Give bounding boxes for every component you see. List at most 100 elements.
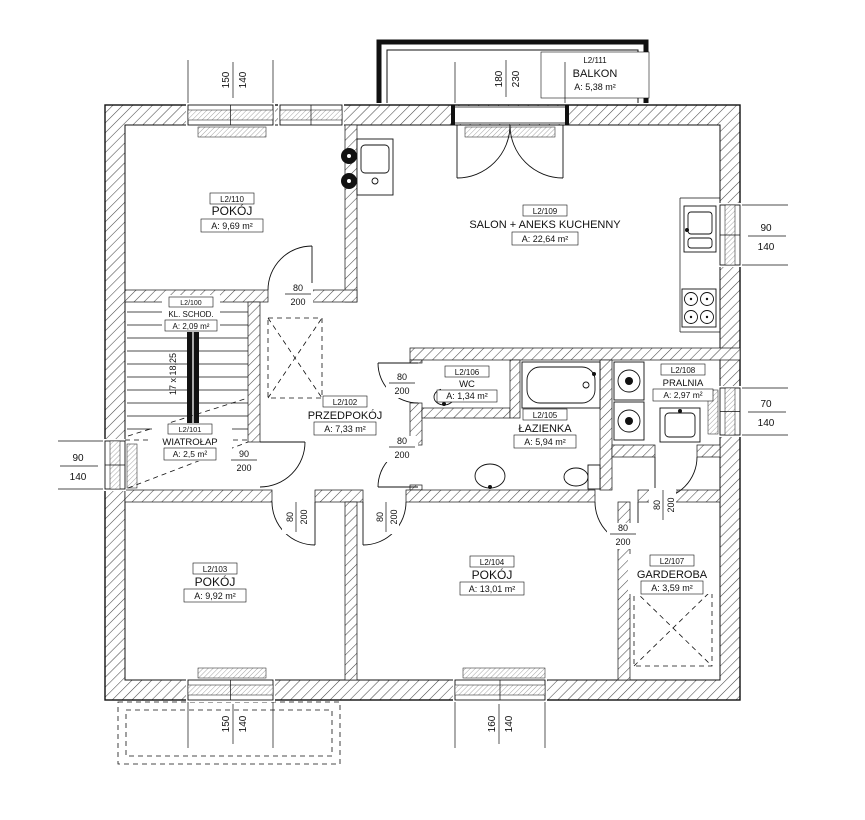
dim-value: 200 bbox=[666, 497, 676, 512]
window-right-middle bbox=[719, 386, 741, 437]
wall-stair-hall bbox=[247, 301, 261, 443]
dim-balcony-door: 180 230 bbox=[454, 60, 566, 103]
room-area: A: 22,64 m² bbox=[522, 234, 569, 244]
dim-value: 180 bbox=[494, 70, 505, 87]
door-wiatrolap bbox=[259, 441, 306, 488]
room-label-wc: L2/106 WC A: 1,34 m² bbox=[436, 364, 498, 403]
dim-value: 80 bbox=[618, 523, 628, 533]
dim-value: 140 bbox=[238, 715, 249, 732]
dim-value: 90 bbox=[239, 449, 249, 459]
room-id: L2/102 bbox=[333, 398, 358, 407]
wall-pokoj103-104 bbox=[344, 501, 358, 681]
dim-value: 150 bbox=[221, 71, 232, 88]
dim-value: 80 bbox=[652, 500, 662, 510]
room-id: L2/107 bbox=[660, 557, 685, 566]
dim-value: 140 bbox=[70, 472, 87, 483]
room-id: L2/104 bbox=[480, 558, 505, 567]
dim-door-wc: 80 200 bbox=[386, 372, 418, 398]
dim-value: 200 bbox=[389, 509, 399, 524]
window-bottom-center bbox=[453, 678, 547, 702]
room-name: POKÓJ bbox=[212, 203, 253, 218]
room-label-klatka-schodowa: L2/100 KL. SCHOD. A: 2,09 m² bbox=[162, 295, 220, 332]
dim-value: 200 bbox=[299, 509, 309, 524]
dim-value: 200 bbox=[394, 450, 409, 460]
room-label-pokoj-110: L2/110 POKÓJ A: 9,69 m² bbox=[200, 192, 264, 233]
dim-window-right-middle: 70 140 bbox=[742, 387, 788, 436]
room-label-salon: L2/109 SALON + ANEKS KUCHENNY A: 22,64 m… bbox=[469, 204, 621, 246]
kitchen-sink bbox=[683, 205, 717, 253]
room-label-przedpokoj: L2/102 PRZEDPOKÓJ A: 7,33 m² bbox=[308, 395, 382, 436]
room-name: POKÓJ bbox=[472, 567, 513, 582]
wall-salon-bottom bbox=[409, 347, 741, 361]
room-id: L2/109 bbox=[533, 207, 558, 216]
dim-value: 80 bbox=[397, 372, 407, 382]
wall-mid-a bbox=[124, 489, 273, 503]
room-id: L2/103 bbox=[203, 565, 228, 574]
room-name: BALKON bbox=[573, 68, 618, 80]
room-id: L2/105 bbox=[533, 411, 558, 420]
room-label-balkon: L2/111 BALKON A: 5,38 m² bbox=[540, 51, 650, 99]
dim-value: 200 bbox=[290, 297, 305, 307]
room-name: POKÓJ bbox=[195, 574, 236, 589]
wall-mid-b bbox=[314, 489, 364, 503]
dim-door-garderoba: 80 200 bbox=[607, 523, 639, 549]
washing-machines bbox=[613, 361, 645, 441]
radiator bbox=[197, 126, 267, 138]
dim-value: 160 bbox=[487, 715, 498, 732]
room-name: GARDEROBA bbox=[637, 569, 708, 581]
staircase: 17 x 18,25 bbox=[125, 307, 249, 489]
window-right-upper bbox=[719, 203, 741, 267]
dim-door-corridor: 80 200 bbox=[649, 488, 676, 522]
dim-value: 140 bbox=[238, 71, 249, 88]
dim-value: 200 bbox=[615, 537, 630, 547]
balcony-door-opening bbox=[451, 105, 569, 125]
wall-bathroom-right bbox=[599, 359, 613, 491]
dim-door-pokoj-104: 80 200 bbox=[372, 500, 399, 534]
dim-window-left: 90 140 bbox=[58, 440, 103, 490]
window-top-second bbox=[278, 104, 344, 126]
dim-door-lazienka: 80 200 bbox=[386, 436, 418, 462]
dim-value: 140 bbox=[758, 418, 775, 429]
room-area: A: 2,97 m² bbox=[663, 390, 702, 400]
room-id: L2/110 bbox=[220, 195, 244, 204]
dim-value: 70 bbox=[760, 399, 772, 410]
windows bbox=[104, 104, 741, 702]
dim-value: 80 bbox=[397, 436, 407, 446]
room-label-wiatrolap: L2/101 WIATROŁAP A: 2,5 m² bbox=[152, 423, 232, 461]
room-label-pralnia: L2/108 PRALNIA A: 2,97 m² bbox=[652, 363, 714, 402]
dim-window-bottom-center: 160 140 bbox=[454, 702, 546, 748]
dim-value: 90 bbox=[760, 223, 772, 234]
wardrobe-dashed bbox=[633, 589, 713, 667]
radiator bbox=[126, 443, 138, 489]
exterior-wall bbox=[104, 104, 741, 701]
dim-value: 80 bbox=[375, 512, 385, 522]
dim-value: 80 bbox=[293, 283, 303, 293]
room-id: L2/111 bbox=[583, 56, 607, 65]
washbasin-lazienka bbox=[474, 463, 506, 489]
wall-mid-c bbox=[405, 489, 596, 503]
dim-value: 140 bbox=[758, 242, 775, 253]
kitchen-flue-and-sink bbox=[341, 138, 394, 196]
wall-pralnia-bottom-b bbox=[696, 444, 721, 458]
dim-door-wiatrolap: 90 200 bbox=[228, 449, 260, 475]
window-left-entrance bbox=[104, 439, 126, 491]
wall-wc-bottom bbox=[421, 407, 511, 419]
hall-dashed-hatch bbox=[267, 317, 323, 399]
room-area: A: 3,59 m² bbox=[651, 583, 693, 593]
room-area: A: 2,09 m² bbox=[173, 322, 210, 331]
dim-value: 200 bbox=[394, 386, 409, 396]
room-name: SALON + ANEKS KUCHENNY bbox=[469, 219, 621, 231]
room-name: KL. SCHOD. bbox=[168, 310, 213, 319]
room-area: A: 13,01 m² bbox=[469, 584, 516, 594]
door-pokoj-110 bbox=[267, 245, 313, 291]
window-bottom-left bbox=[186, 678, 275, 702]
dim-value: 230 bbox=[511, 70, 522, 87]
room-id: L2/100 bbox=[180, 300, 202, 307]
dim-value: 90 bbox=[72, 453, 84, 464]
room-name: ŁAZIENKA bbox=[518, 423, 572, 435]
door-dimensions: 80 200 80 200 80 200 90 200 80 200 bbox=[228, 283, 676, 549]
wall-pokoj110-bottom-b bbox=[311, 289, 358, 303]
door-balcony-double bbox=[456, 124, 564, 179]
room-name: PRALNIA bbox=[663, 378, 704, 389]
